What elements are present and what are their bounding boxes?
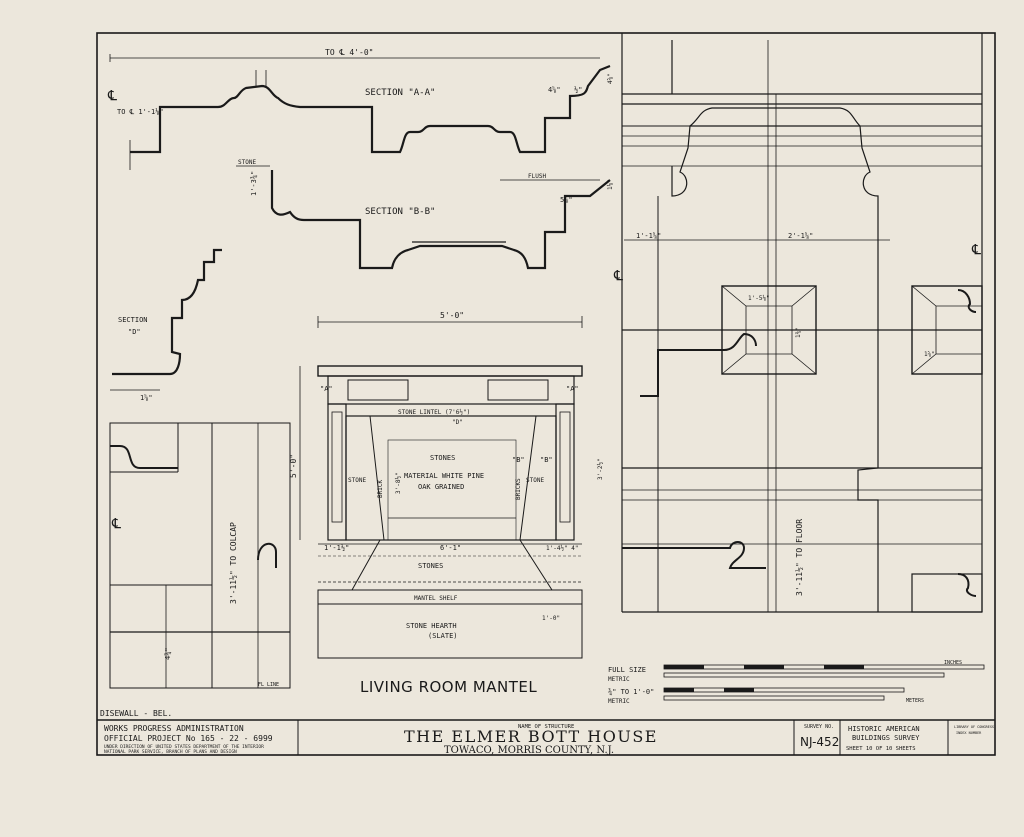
to-floor: 3'-11½" TO FLOOR [794, 519, 804, 596]
stone-left: STONE [348, 477, 366, 484]
brick-left: BRICK [377, 480, 384, 498]
section-aa-label: SECTION "A-A" [365, 88, 435, 98]
material-2: OAK GRAINED [418, 483, 464, 491]
a-left: "A" [320, 385, 333, 393]
right-col-1: 1'-1⅝" [636, 232, 661, 240]
bb-flush: FLUSH [528, 173, 546, 180]
mantel-cornice [317, 365, 583, 377]
stone-lintel: STONE LINTEL (7'6½") [398, 409, 470, 416]
inches: INCHES [944, 660, 962, 666]
section-aa: TO ℄ 4'-0" ℄ TO ℄ 1'-1⅛" SECTION "A-A" 4… [107, 48, 611, 170]
wpa-line-1: WORKS PROGRESS ADMINISTRATION [104, 724, 244, 733]
mantel-shelf: MANTEL SHELF [414, 595, 458, 602]
wpa-line-4: NATIONAL PARK SERVICE, BRANCH OF PLANS A… [104, 749, 237, 755]
ledge-dim: 1'-0" [542, 615, 560, 622]
svg-text:℄: ℄ [613, 268, 623, 284]
metric-1: METRIC [608, 676, 630, 683]
survey-caption: SURVEY NO. [804, 724, 834, 730]
left-margin: 1'-1½" [324, 544, 349, 552]
stone-bb: STONE [238, 159, 256, 166]
bb-right: 5⅝" [560, 196, 573, 204]
right-detail-elevation: ℄ ℄ 1'-1⅝" 2'-1⅝" 1'-5⅛" 1⅝" 3'-11½" TO … [607, 40, 983, 613]
svg-text:℄: ℄ [971, 242, 981, 258]
right-col-3: 1'-5⅛" [748, 295, 770, 302]
material-1: MATERIAL WHITE PINE [404, 472, 484, 480]
habs-2: BUILDINGS SURVEY [852, 734, 920, 742]
bricks-right: BRICKS [515, 478, 522, 500]
opening-height-r: 3'-2½" [597, 458, 604, 480]
front-elevation: 5'-0" 5'-0" "A" "A" STONE LINTEL (7'6½")… [289, 311, 604, 659]
to-colcap: 3'-11½" TO COLCAP [228, 522, 238, 604]
mantel-width-dim: 5'-0" [440, 311, 464, 320]
a-right: "A" [566, 385, 579, 393]
stone-right: STONE [526, 477, 544, 484]
bb-left: 1'-3¾" [250, 171, 258, 196]
rdim-b: 1⅛" [607, 179, 614, 190]
title-block: WORKS PROGRESS ADMINISTRATION OFFICIAL P… [104, 720, 994, 756]
delineator: DISEWALL - BEL. [100, 709, 172, 718]
opening-height: 3'-8½" [395, 472, 402, 494]
drawing-title: LIVING ROOM MANTEL [360, 678, 537, 696]
svg-text:℄: ℄ [111, 516, 121, 532]
section-bb: STONE 1'-3¾" SECTION "B-B" 5⅝" FLUSH [236, 159, 611, 270]
wpa-line-2: OFFICIAL PROJECT No 165 - 22 - 6999 [104, 734, 273, 743]
opening-width: 6'-1" [440, 544, 461, 552]
right-sides: 1'-4½" 4" [546, 545, 579, 552]
d-top: SECTION [118, 316, 148, 324]
sheet-border [96, 32, 996, 756]
habs-1: HISTORIC AMERICAN [848, 725, 920, 733]
d-mark: "D" [452, 419, 463, 426]
section-d: SECTION "D" 1⅝" [110, 248, 222, 402]
structure-location: TOWACO, MORRIS COUNTY, N.J. [444, 745, 614, 756]
stones-top: STONES [430, 454, 455, 462]
total-width-dim: TO ℄ 4'-0" [325, 48, 373, 57]
to-cl-dim: TO ℄ 1'-1⅛" [117, 107, 164, 116]
wpa-line-3: UNDER DIRECTION OF UNITED STATES DEPARTM… [104, 744, 264, 750]
full-size: FULL SIZE [608, 666, 646, 674]
hearth-1: STONE HEARTH [406, 622, 457, 630]
right-col-4: 1⅝" [924, 351, 935, 358]
right-pilaster [555, 403, 575, 541]
stones-bottom: STONES [418, 562, 443, 570]
left-side-elevation: ℄ 3'-11½" TO COLCAP 4¾" FL LINE [109, 422, 291, 689]
b-left: "B" [512, 456, 525, 464]
left-low: 4¾" [164, 647, 172, 660]
hearth-2: (SLATE) [428, 632, 458, 640]
centerline-mark: ℄ [107, 88, 117, 104]
meters: METERS [906, 698, 924, 704]
fl-line: FL LINE [258, 682, 279, 688]
metric-2: METRIC [608, 698, 630, 705]
library-2: INDEX NUMBER [956, 731, 982, 735]
rdim-a: 4⅝" [607, 73, 614, 84]
mantel-height: 5'-0" [289, 454, 298, 478]
d-bottom: "D" [128, 328, 141, 336]
aa-small: ½" [574, 86, 582, 94]
survey-number: NJ-452 [800, 735, 839, 749]
aa-right-dim: 4⅝" [548, 86, 561, 94]
library-1: LIBRARY OF CONGRESS [954, 725, 994, 729]
b-right: "B" [540, 456, 553, 464]
section-bb-label: SECTION "B-B" [365, 207, 435, 217]
three-quarter: ¾" TO 1'-0" [608, 688, 654, 696]
name-caption: NAME OF STRUCTURE [518, 724, 574, 730]
structure-name: THE ELMER BOTT HOUSE [404, 727, 658, 746]
d-width: 1⅝" [140, 394, 153, 402]
rdim-c: 1⅗" [795, 327, 802, 338]
graphic-scales: FULL SIZE METRIC ¾" TO 1'-0" METRIC INCH… [608, 660, 985, 705]
sheet-number: SHEET 10 OF 10 SHEETS [846, 746, 916, 752]
left-pilaster [327, 403, 347, 541]
right-col-2: 2'-1⅝" [788, 232, 813, 240]
